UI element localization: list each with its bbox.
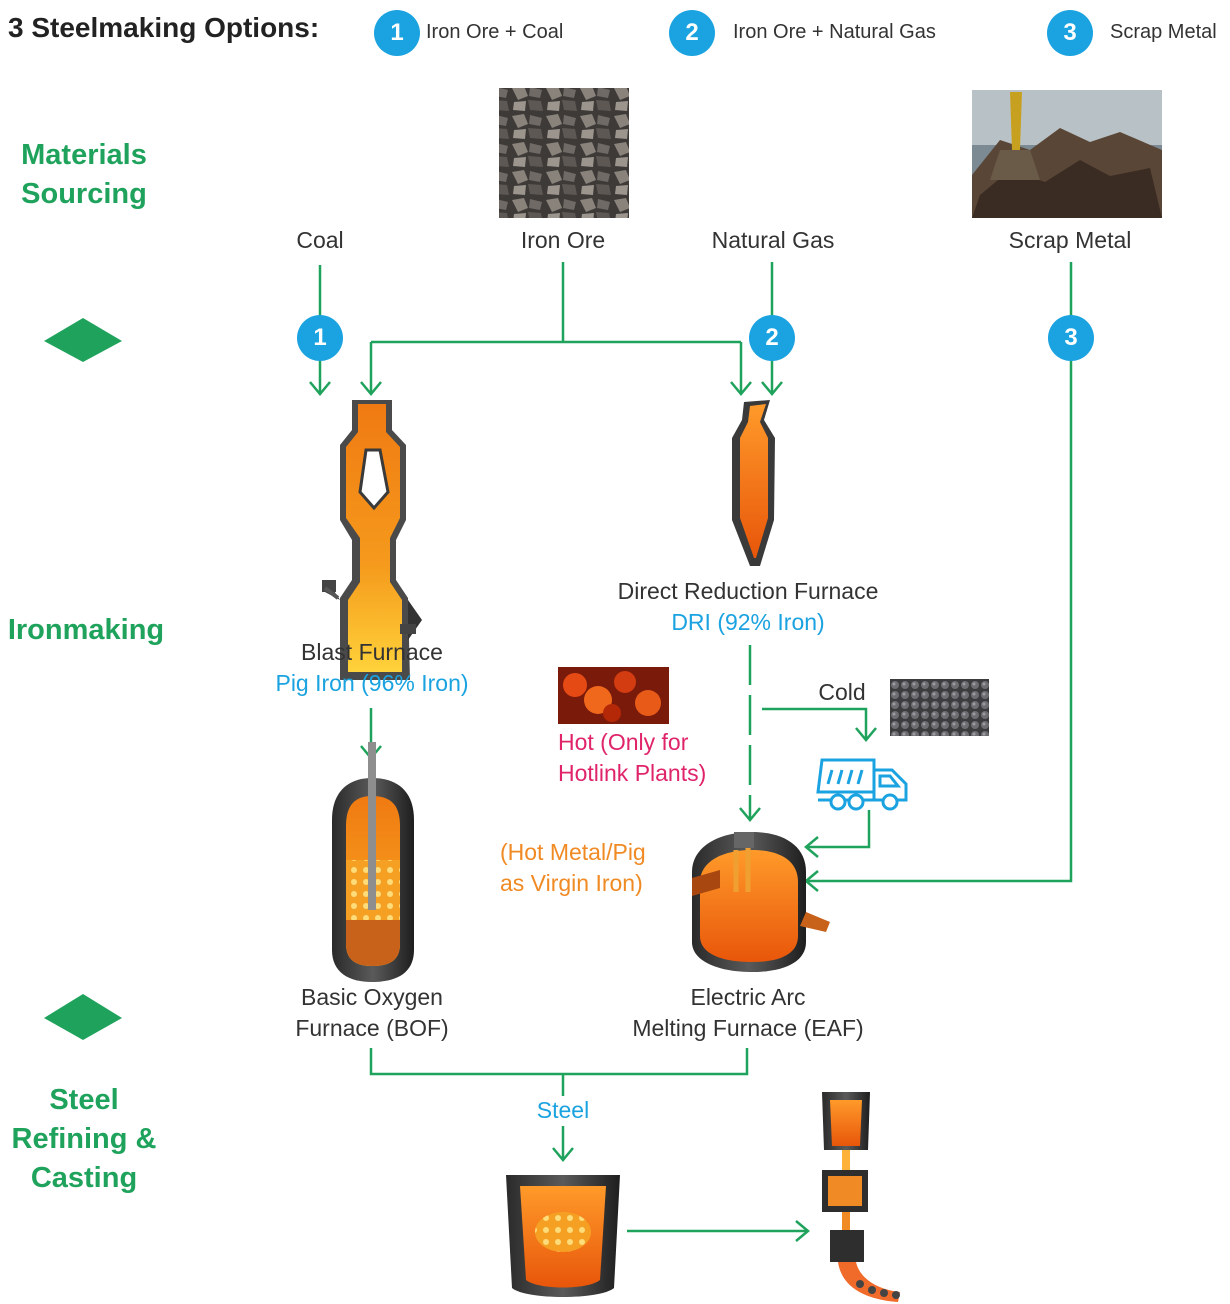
stage-steel-refining-casting: Steel Refining & Casting (0, 1081, 168, 1198)
eaf-label: Electric Arc Melting Furnace (EAF) (608, 982, 888, 1044)
bof-line2: Furnace (BOF) (295, 1015, 449, 1041)
bof-label: Basic Oxygen Furnace (BOF) (262, 982, 482, 1044)
blast-furnace-name: Blast Furnace (301, 639, 443, 665)
chevron-down-icon (44, 318, 122, 362)
dri-furnace-name: Direct Reduction Furnace (617, 578, 879, 604)
eaf-line1: Electric Arc (690, 984, 806, 1010)
option-1-label: Iron Ore + Coal (426, 21, 564, 43)
bof-line1: Basic Oxygen (301, 984, 443, 1010)
stage-materials-line2: Sourcing (21, 178, 147, 210)
material-scrap-metal-label: Scrap Metal (1008, 227, 1132, 253)
material-natural-gas-label: Natural Gas (711, 227, 835, 253)
option-3-badge: 3 (1047, 10, 1093, 56)
option-2-badge: 2 (669, 10, 715, 56)
hot-line2: Hotlink Plants) (558, 760, 707, 786)
steel-merge-line (369, 1048, 749, 1096)
eaf-illustration (692, 832, 830, 972)
iron-ore-flow-line (369, 262, 743, 392)
continuous-caster-illustration (822, 1092, 900, 1302)
direct-reduction-furnace-illustration (732, 400, 775, 566)
chevron-down-icon (44, 994, 122, 1040)
dri-furnace-label: Direct Reduction Furnace DRI (92% Iron) (588, 576, 908, 638)
hot-label: Hot (Only for Hotlink Plants) (558, 727, 706, 789)
blast-furnace-label: Blast Furnace Pig Iron (96% Iron) (252, 637, 492, 699)
stage-materials-sourcing: Materials Sourcing (0, 136, 168, 214)
pig-iron-output: Pig Iron (96% Iron) (275, 670, 469, 696)
cold-dri-flow-line (762, 707, 868, 738)
eaf-line2: Melting Furnace (EAF) (632, 1015, 864, 1041)
path-1-badge: 1 (297, 315, 343, 361)
material-iron-ore-label: Iron Ore (520, 227, 606, 253)
cold-label: Cold (818, 679, 866, 705)
path-3-badge: 3 (1048, 315, 1094, 361)
iron-ore-photo (499, 88, 629, 218)
scrap-flow-line (808, 262, 1073, 883)
option-3-label: Scrap Metal (1110, 21, 1217, 43)
path-2-badge: 2 (749, 315, 795, 361)
option-1-badge: 1 (374, 10, 420, 56)
virgin-line2: as Virgin Iron) (500, 870, 643, 896)
dri-pellets-photo (890, 679, 989, 736)
stage-ironmaking: Ironmaking (7, 614, 165, 646)
hot-dri-photo (558, 667, 669, 724)
virgin-iron-label: (Hot Metal/Pig as Virgin Iron) (500, 837, 646, 899)
option-2-label: Iron Ore + Natural Gas (733, 21, 936, 43)
hot-line1: Hot (Only for (558, 729, 689, 755)
page-title: 3 Steelmaking Options: (8, 12, 320, 43)
stage-refining-line2: Refining & (11, 1123, 157, 1155)
material-coal-label: Coal (296, 227, 344, 253)
bof-illustration (332, 742, 414, 982)
stage-refining-line1: Steel (49, 1084, 119, 1116)
truck-flow-line (808, 810, 871, 849)
virgin-line1: (Hot Metal/Pig (500, 839, 646, 865)
stage-materials-line1: Materials (21, 139, 147, 171)
steel-label: Steel (536, 1097, 590, 1123)
dri-output: DRI (92% Iron) (671, 609, 825, 635)
dump-truck-icon (816, 758, 908, 811)
blast-furnace-illustration (322, 400, 422, 680)
ladle-illustration (506, 1175, 620, 1297)
scrap-metal-photo (972, 90, 1162, 218)
stage-refining-line3: Casting (30, 1162, 138, 1194)
